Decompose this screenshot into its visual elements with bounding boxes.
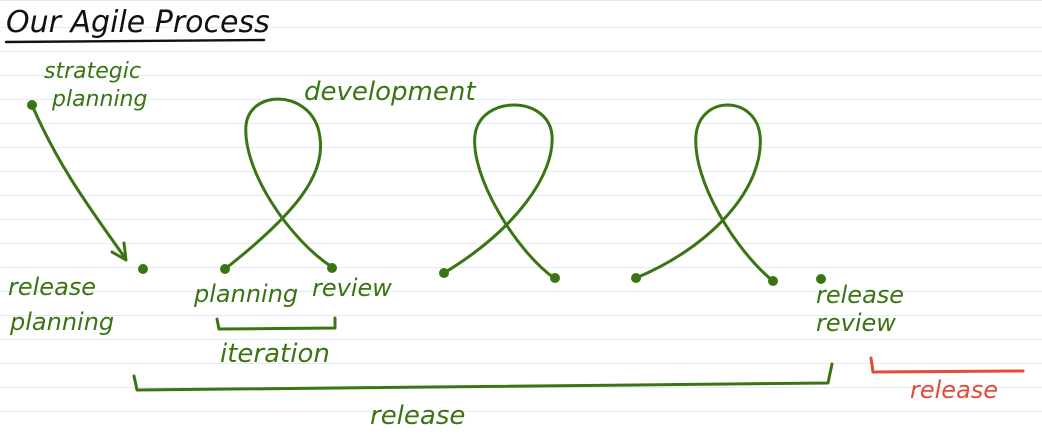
release-planning-label-line1: release <box>8 273 96 301</box>
release-review-point <box>816 274 826 284</box>
release-red-label: release <box>910 376 998 404</box>
release-bracket <box>132 362 834 392</box>
loop-3-end-point <box>768 276 778 286</box>
release-review-label-line2: review <box>816 309 896 337</box>
iteration-bracket <box>215 316 337 331</box>
loop-3-start-point <box>631 273 641 283</box>
iteration-loop-2 <box>442 103 556 280</box>
arrow-head <box>110 241 128 262</box>
loop-1-end-point <box>327 263 337 273</box>
release-planning-point <box>138 264 148 274</box>
release-review-label-line1: release <box>816 281 904 309</box>
strategic-planning-label-line1: strategic <box>44 59 141 84</box>
planning-label: planning <box>193 280 298 308</box>
strategic-to-release-arrow <box>30 103 127 260</box>
strategic-planning-label-line2: planning <box>51 87 148 112</box>
iteration-loop-3 <box>634 103 775 283</box>
release-planning-label-line2: planning <box>9 308 114 336</box>
loop-1-start-point <box>220 264 230 274</box>
page-title: Our Agile Process <box>6 5 270 40</box>
title-underline <box>4 38 266 44</box>
loop-2-end-point <box>550 273 560 283</box>
development-label: development <box>304 77 476 107</box>
release-red-bracket <box>869 356 1025 374</box>
review-label: review <box>312 274 392 302</box>
release-bracket-label: release <box>370 401 465 431</box>
iteration-loop-1 <box>223 97 334 271</box>
loop-2-start-point <box>439 268 449 278</box>
iteration-label: iteration <box>220 339 330 369</box>
